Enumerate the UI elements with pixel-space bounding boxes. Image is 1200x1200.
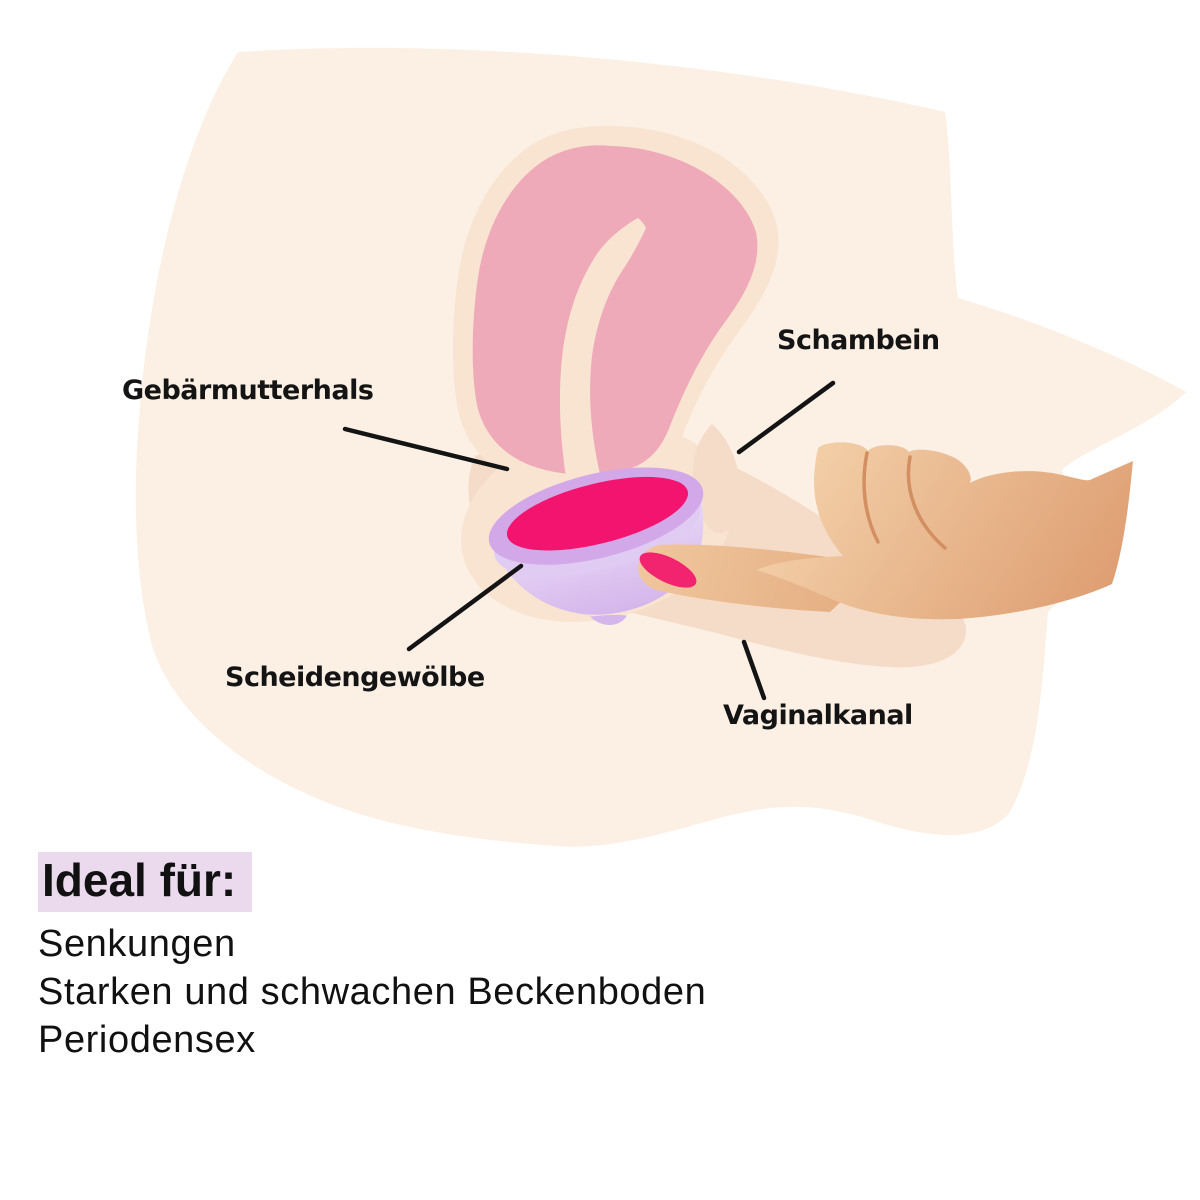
ideal-for-item-periodensex: Periodensex [38,1018,256,1061]
disc-opening-menstrual-fluid [506,476,689,551]
uterine-cavity-crescent [559,218,646,478]
ideal-for-section: Ideal für: Senkungen Starken und schwach… [38,852,706,1064]
label-pubic-bone: Schambein [777,325,940,356]
fingernail [639,552,697,588]
pointer-line-vaginal-fornix [406,563,524,652]
ideal-for-list: Senkungen Starken und schwachen Beckenbo… [38,920,706,1064]
knuckle-crease-1 [862,451,880,544]
fist-and-arm [756,442,1133,620]
pointer-line-vaginal-canal [741,639,767,701]
disc-bowl-tail [590,614,628,625]
label-vaginal-fornix: Scheidengewölbe [225,662,485,693]
hand [638,442,1133,620]
pointer-line-pubic-bone [736,380,836,455]
pubic-bone-shape [692,424,741,534]
label-cervix: Gebärmutterhals [122,375,374,406]
menstrual-disc [488,467,704,625]
ideal-for-heading: Ideal für: [38,852,253,912]
label-vaginal-canal: Vaginalkanal [723,700,913,731]
knuckle-crease-2 [906,455,947,550]
ideal-for-item-senkungen: Senkungen [38,922,236,965]
pointer-line-cervix [342,426,510,472]
uterus-body [472,145,758,475]
ideal-for-item-beckenboden: Starken und schwachen Beckenboden [38,970,707,1013]
